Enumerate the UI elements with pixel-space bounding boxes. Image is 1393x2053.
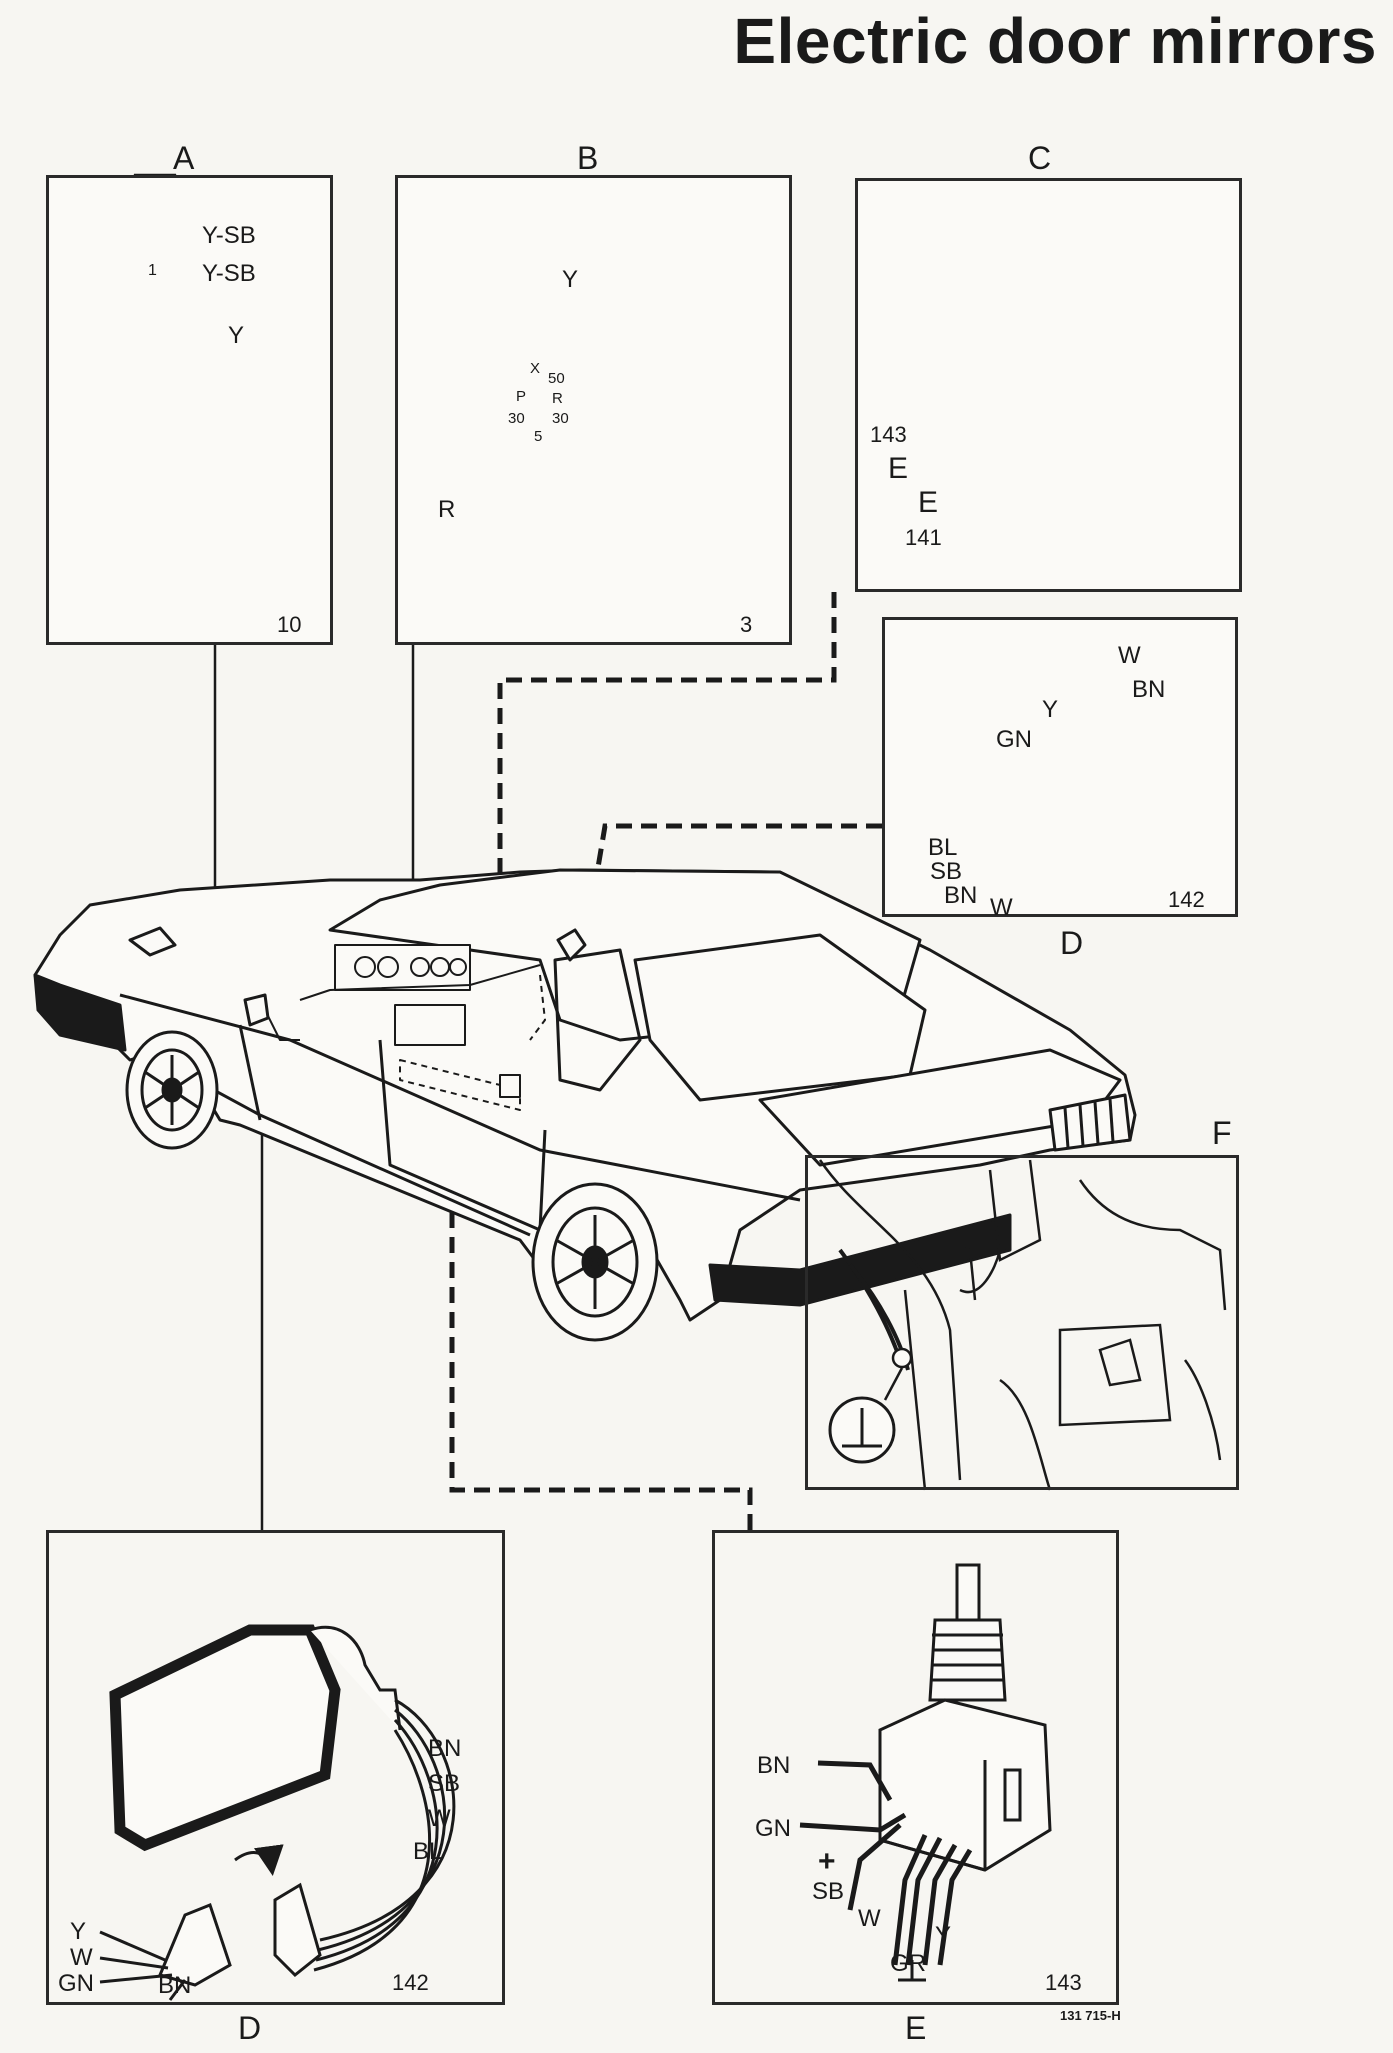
panel-b-terminal: X [530,360,541,377]
panel-c-number: 141 [905,525,942,550]
panel-e-wire-label: Y [935,1922,952,1949]
panel-a-wire-label: Y [228,322,245,349]
panel-f [805,1155,1239,1490]
panel-d-bottom-drawing [109,1624,402,1987]
panel-d-bottom-label: D [238,2010,262,2046]
panel-d-top-wire-label: BN [944,882,978,909]
panel-a-label: A [173,140,195,176]
panel-e [712,1530,1119,2005]
panel-d-bottom-wire-label: BN [428,1735,462,1762]
panel-d-top-label: D [1060,925,1084,961]
panel-d-bottom [46,1530,505,2005]
page-title: Electric door mirrors [733,5,1377,77]
panel-d-top-wire-label: W [1118,642,1141,669]
panel-c-label: C [1028,140,1052,176]
panel-c [855,178,1242,592]
panel-f-drawing [818,1159,1227,1491]
panel-d-bottom-wire-label: Y [70,1918,87,1945]
panel-b-terminal: R [552,390,563,407]
panel-b-terminal: 30 [552,410,569,427]
dashed-leader-c [497,592,837,1085]
panel-d-top [882,617,1238,917]
front-wheel [531,1182,659,1342]
panel-d-bottom-wire-label: BL [413,1838,443,1865]
panel-e-wire-label: GR [890,1950,926,1977]
panel-e-number: 143 [1045,1970,1082,1995]
panel-a-pin-label: 1 [148,262,157,279]
panel-d-bottom-wire-label: BN [158,1972,192,1999]
panel-b [395,175,792,645]
panel-d-top-number: 142 [1168,887,1205,912]
panel-d-top-wire-label: BL [928,834,958,861]
figure-code: 131 715-H [1060,2008,1121,2023]
panel-b-terminal: 30 [508,410,525,427]
panel-e-wires [799,1760,973,1966]
panel-b-wire-label: R [438,496,456,523]
panel-d-top-wire-label: GN [996,726,1032,753]
panel-e-wire-label: BN [757,1752,791,1779]
car-illustration [33,868,1137,1342]
panel-a-wire-label: Y-SB [202,222,256,249]
panel-d-bottom-wire-label: GN [58,1970,94,1997]
car-right-mirror [556,928,587,962]
panel-d-top-wire-label: W [990,894,1013,921]
panel-c-number: 143 [870,422,907,447]
panel-e-drawing [878,1563,1052,1872]
panel-d-bottom-number: 142 [392,1970,429,1995]
panel-e-wire-label: SB [812,1878,845,1905]
panel-b-terminal: 5 [534,428,543,445]
panel-c-connector-label: E [918,486,939,519]
dashed-leader-e [449,1080,753,1530]
panel-a-wire-label: Y-SB [202,260,256,287]
car-left-mirror [243,993,270,1027]
panel-d-bottom-wire-label: W [428,1805,451,1832]
car-dashboard [259,944,546,1111]
panel-f-label: F [1212,1115,1232,1151]
panel-b-label: B [577,140,599,176]
panel-a [46,175,333,645]
panel-d-bottom-wire-label: W [70,1944,93,1971]
panel-d-top-wire-label: SB [930,858,963,885]
panel-e-wire-label: W [858,1905,881,1932]
panel-b-number: 3 [740,612,753,637]
panel-d-bottom-wire-label: SB [428,1770,461,1797]
panel-d-bottom-wires [99,1698,456,2001]
panel-c-connector-label: E [888,452,909,485]
panel-e-ground-icon [898,1960,926,1982]
rear-wheel [125,1030,219,1150]
panel-b-wire-label: Y [562,266,579,293]
panel-e-polarity-label: + [818,1845,836,1878]
panel-d-top-wire-label: Y [1042,696,1059,723]
panel-e-wire-label: GN [755,1815,791,1842]
panel-b-terminal: P [516,388,527,405]
panel-e-label: E [905,2010,927,2046]
panel-d-top-wire-label: BN [1132,676,1166,703]
ground-symbol-icon [828,1396,896,1464]
panel-a-number: 10 [277,612,302,637]
panel-b-terminal: 50 [548,370,565,387]
car-grille [1048,1093,1132,1152]
